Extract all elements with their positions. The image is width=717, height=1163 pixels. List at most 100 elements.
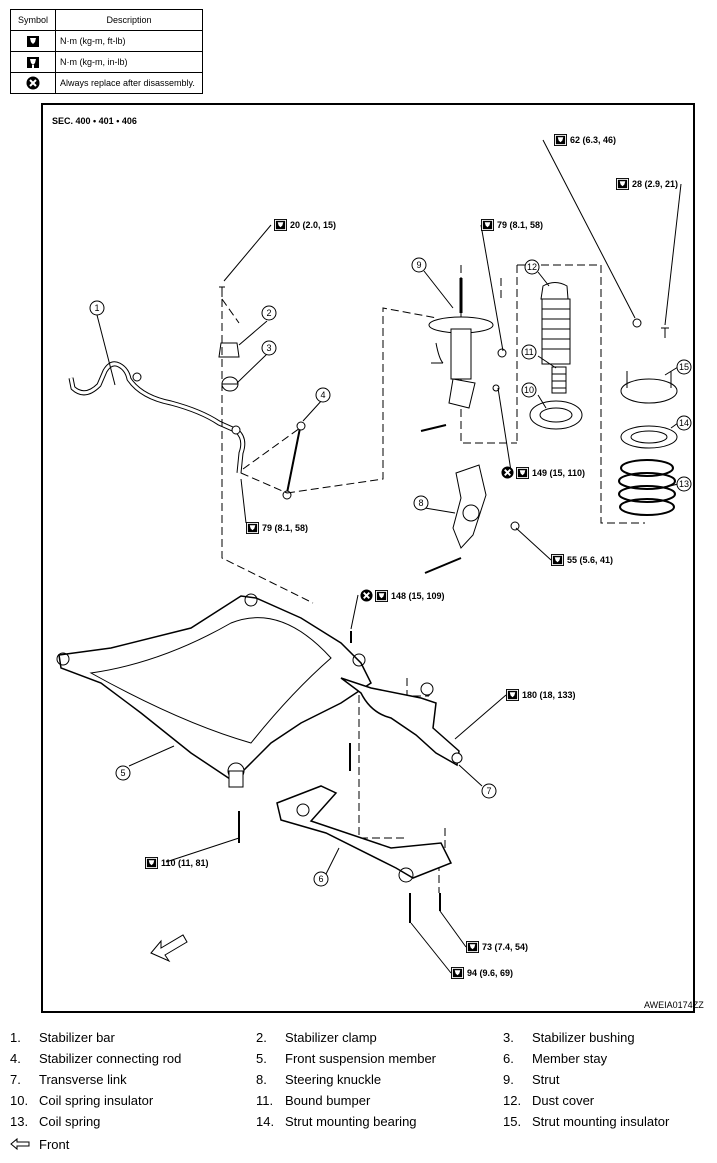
callout-7-number: 7 <box>486 786 491 796</box>
torque-28: 28 (2.9, 21) <box>616 178 678 190</box>
torque-icon <box>451 967 464 979</box>
callout-1-number: 1 <box>94 303 99 313</box>
front-label: Front <box>39 1137 70 1152</box>
callout-11: 11 <box>521 344 537 360</box>
callout-15-number: 15 <box>679 362 689 372</box>
callout-13: 13 <box>676 476 692 492</box>
callout-9-number: 9 <box>416 260 421 270</box>
part-name: Stabilizer connecting rod <box>39 1051 182 1066</box>
torque-149: 149 (15, 110) <box>501 466 585 479</box>
part-number: 11. <box>256 1093 274 1108</box>
part-name: Transverse link <box>39 1072 127 1087</box>
diagram-frame <box>41 103 695 1013</box>
torque-79-rod: 79 (8.1, 58) <box>246 522 308 534</box>
callout-12: 12 <box>524 259 540 275</box>
always-replace-icon <box>10 72 56 94</box>
callout-13-number: 13 <box>679 479 689 489</box>
torque-nm-inlb-icon <box>10 51 56 73</box>
torque-62: 62 (6.3, 46) <box>554 134 616 146</box>
legend-header-description: Description <box>55 9 203 31</box>
figure-code: AWEIA0174ZZ <box>644 1000 704 1010</box>
callout-7: 7 <box>481 783 497 799</box>
callout-12-number: 12 <box>527 262 537 272</box>
part-name: Front suspension member <box>285 1051 437 1066</box>
torque-icon <box>506 689 519 701</box>
torque-180: 180 (18, 133) <box>506 689 576 701</box>
callout-2-number: 2 <box>266 308 271 318</box>
front-suspension-exploded-diagram: SEC. 400 • 401 • 406 AWEIA0174ZZ <box>52 116 704 1010</box>
legend-row-1-text: N·m (kg-m, ft-lb) <box>55 30 203 52</box>
part-name: Coil spring insulator <box>39 1093 154 1108</box>
part-number: 14. <box>256 1114 275 1129</box>
part-name: Steering knuckle <box>285 1072 382 1087</box>
callout-6-number: 6 <box>318 874 323 884</box>
torque-110: 110 (11, 81) <box>145 857 209 869</box>
torque-94-label: 94 (9.6, 69) <box>467 968 513 978</box>
front-arrow-icon <box>10 1137 30 1151</box>
torque-94: 94 (9.6, 69) <box>451 967 513 979</box>
torque-icon <box>481 219 494 231</box>
torque-79-rod-label: 79 (8.1, 58) <box>262 523 308 533</box>
torque-icon <box>375 590 388 602</box>
callout-9: 9 <box>411 257 427 273</box>
section-reference: SEC. 400 • 401 • 406 <box>52 116 137 126</box>
part-name: Member stay <box>532 1051 608 1066</box>
always-replace-icon <box>360 589 373 602</box>
callout-10-number: 10 <box>524 385 534 395</box>
torque-110-label: 110 (11, 81) <box>161 858 209 868</box>
part-name: Strut mounting insulator <box>532 1114 670 1129</box>
torque-icon <box>551 554 564 566</box>
torque-73-label: 73 (7.4, 54) <box>482 942 528 952</box>
torque-79-strut-label: 79 (8.1, 58) <box>497 220 543 230</box>
part-name: Stabilizer bar <box>39 1030 115 1045</box>
torque-icon <box>466 941 479 953</box>
part-name: Bound bumper <box>285 1093 371 1108</box>
torque-28-label: 28 (2.9, 21) <box>632 179 678 189</box>
torque-20-label: 20 (2.0, 15) <box>290 220 336 230</box>
part-number: 7. <box>10 1072 21 1087</box>
part-number: 15. <box>503 1114 522 1129</box>
callout-8: 8 <box>413 495 429 511</box>
part-name: Strut mounting bearing <box>285 1114 417 1129</box>
torque-icon <box>246 522 259 534</box>
torque-20: 20 (2.0, 15) <box>274 219 336 231</box>
callout-14: 14 <box>676 415 692 431</box>
callout-14-number: 14 <box>679 418 689 428</box>
callout-15: 15 <box>676 359 692 375</box>
part-number: 12. <box>503 1093 522 1108</box>
torque-icon <box>145 857 158 869</box>
part-number: 10. <box>10 1093 29 1108</box>
torque-nm-icon <box>10 30 56 52</box>
torque-icon <box>616 178 629 190</box>
always-replace-icon <box>501 466 514 479</box>
part-name: Coil spring <box>39 1114 101 1129</box>
callout-3-number: 3 <box>266 343 271 353</box>
callout-10: 10 <box>521 382 537 398</box>
legend-row-3-text: Always replace after disassembly. <box>55 72 203 94</box>
callout-5-number: 5 <box>120 768 125 778</box>
callout-5: 5 <box>115 765 131 781</box>
callout-11-number: 11 <box>524 347 533 357</box>
part-number: 2. <box>256 1030 267 1045</box>
callout-2: 2 <box>261 305 277 321</box>
torque-icon <box>516 467 529 479</box>
part-number: 13. <box>10 1114 29 1129</box>
torque-55-label: 55 (5.6, 41) <box>567 555 613 565</box>
torque-148: 148 (15, 109) <box>360 589 445 602</box>
part-number: 1. <box>10 1030 21 1045</box>
torque-55: 55 (5.6, 41) <box>551 554 613 566</box>
legend-row-2-text: N·m (kg-m, in-lb) <box>55 51 203 73</box>
torque-180-label: 180 (18, 133) <box>522 690 576 700</box>
part-number: 9. <box>503 1072 514 1087</box>
part-number: 3. <box>503 1030 514 1045</box>
callout-6: 6 <box>313 871 329 887</box>
torque-icon <box>554 134 567 146</box>
part-name: Stabilizer bushing <box>532 1030 635 1045</box>
torque-73: 73 (7.4, 54) <box>466 941 528 953</box>
torque-icon <box>274 219 287 231</box>
part-name: Dust cover <box>532 1093 595 1108</box>
part-number: 6. <box>503 1051 514 1066</box>
callout-1: 1 <box>89 300 105 316</box>
torque-148-label: 148 (15, 109) <box>391 591 445 601</box>
callout-4-number: 4 <box>320 390 325 400</box>
